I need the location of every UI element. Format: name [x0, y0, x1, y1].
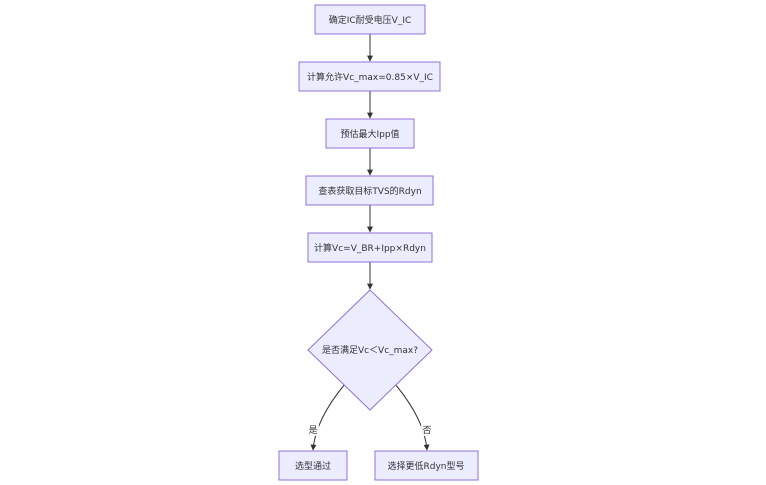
- node-pass-label: 选型通过: [295, 460, 331, 472]
- edge-decision-to-choose-lower: [394, 383, 430, 451]
- node-choose-lower-rdyn-label: 选择更低Rdyn型号: [388, 460, 465, 472]
- node-compute-vc-max: 计算允许Vc_max=0.85×V_IC: [298, 61, 441, 92]
- node-choose-lower-rdyn: 选择更低Rdyn型号: [374, 450, 479, 481]
- node-compute-vc-max-label: 计算允许Vc_max=0.85×V_IC: [307, 71, 433, 83]
- node-pass: 选型通过: [278, 450, 348, 481]
- node-estimate-ipp: 预估最大Ipp值: [325, 118, 415, 149]
- edge-decision-to-pass: [310, 383, 346, 451]
- node-compute-vc: 计算Vc=V_BR+Ipp×Rdyn: [307, 232, 433, 263]
- edge-label-no: 否: [421, 424, 433, 436]
- node-determine-voltage: 确定IC耐受电压V_IC: [314, 4, 426, 35]
- node-estimate-ipp-label: 预估最大Ipp值: [340, 128, 399, 140]
- node-decision: 是否满足Vc＜Vc_max?: [307, 289, 433, 411]
- edge-label-yes: 是: [307, 424, 319, 436]
- node-determine-voltage-label: 确定IC耐受电压V_IC: [329, 14, 412, 26]
- edge-label-yes-text: 是: [308, 425, 317, 436]
- node-lookup-rdyn-label: 查表获取目标TVS的Rdyn: [318, 185, 421, 197]
- edge-label-no-text: 否: [422, 425, 431, 436]
- node-decision-label: 是否满足Vc＜Vc_max?: [322, 345, 418, 356]
- node-lookup-rdyn: 查表获取目标TVS的Rdyn: [305, 175, 434, 206]
- node-compute-vc-label: 计算Vc=V_BR+Ipp×Rdyn: [314, 242, 426, 254]
